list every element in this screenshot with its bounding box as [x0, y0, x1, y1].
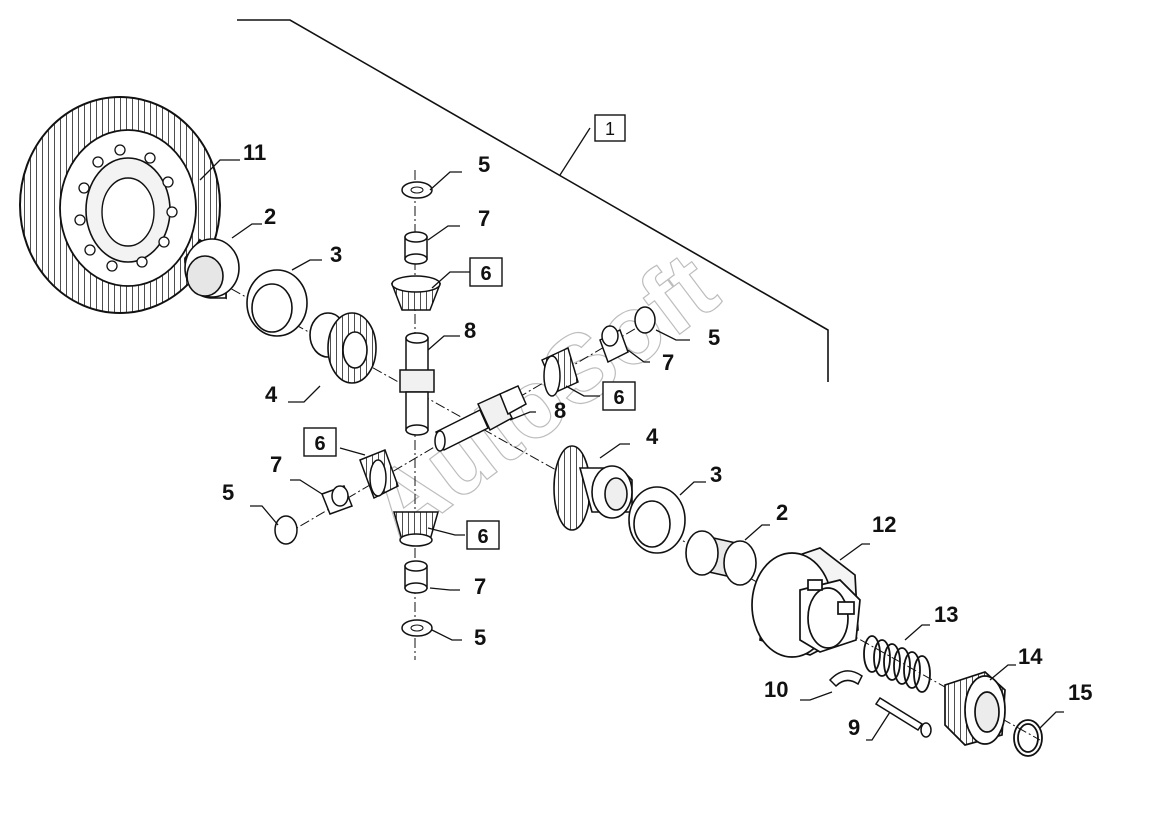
pinion-bottom [393, 511, 439, 547]
label-box-pinion-bottom: 6 [466, 520, 500, 550]
assembly-leader [559, 127, 591, 176]
svg-text:6: 6 [613, 387, 624, 409]
sleeve [944, 671, 1006, 746]
callout-lock-housing: 12 [872, 512, 896, 537]
washer-lower [628, 486, 686, 554]
callout-side-gear-upper: 4 [265, 382, 278, 407]
callout-shim-bottom: 5 [474, 625, 486, 650]
pinion-right [541, 346, 579, 397]
label-box-pinion-top: 6 [469, 257, 503, 287]
svg-text:1: 1 [605, 119, 615, 139]
svg-text:6: 6 [477, 526, 488, 548]
shim-right [634, 306, 656, 334]
spring [863, 635, 931, 693]
callout-shim-right: 5 [708, 325, 720, 350]
key [828, 670, 863, 688]
bolt [874, 696, 932, 738]
shim-top-hole [410, 186, 424, 194]
callout-shim-top: 5 [478, 152, 490, 177]
label-box-pinion-right: 6 [602, 381, 636, 411]
bushing-top [404, 231, 428, 265]
callout-circlip: 15 [1068, 680, 1092, 705]
side-gear-lower [553, 445, 633, 531]
shim-bottom-hole [410, 624, 424, 632]
label-box-pinion-left: 6 [303, 427, 337, 457]
pinion-left [359, 449, 399, 500]
callout-bushing-right: 7 [662, 350, 674, 375]
bushing-right [599, 325, 629, 364]
callout-ring-gear: 11 [243, 140, 266, 165]
callout-shim-left: 5 [222, 480, 234, 505]
shaft-vertical [399, 332, 435, 436]
side-gear-upper [309, 312, 377, 384]
circlip [1013, 719, 1043, 757]
svg-text:6: 6 [314, 433, 325, 455]
bushing-left [321, 485, 353, 515]
callout-bushing-left: 7 [270, 452, 282, 477]
callout-bearing-upper: 2 [264, 204, 276, 229]
bearing-upper [184, 238, 240, 300]
ring-gear [19, 96, 221, 314]
callout-washer-lower: 3 [710, 462, 722, 487]
bearing-lower [685, 530, 757, 586]
bushing-bottom [404, 560, 428, 594]
label-box-assembly: 1 [594, 114, 626, 142]
callout-bushing-bottom: 7 [474, 574, 486, 599]
lock-housing [751, 547, 861, 658]
assembly-bracket-line [237, 19, 829, 382]
callout-bolt: 9 [848, 715, 860, 740]
shaft-horizontal [434, 385, 527, 452]
pinion-top [390, 275, 442, 311]
callout-key: 10 [764, 677, 788, 702]
callout-spring: 13 [934, 602, 958, 627]
callout-bushing-top: 7 [478, 206, 490, 231]
shim-left [274, 515, 298, 545]
leader-lines [199, 159, 1064, 741]
callout-shaft-vertical: 8 [464, 318, 476, 343]
callout-sleeve: 14 [1018, 644, 1043, 669]
callout-shaft-horizontal: 8 [554, 398, 566, 423]
svg-text:6: 6 [480, 263, 491, 285]
callout-side-gear-lower: 4 [646, 424, 659, 449]
washer-upper [246, 269, 308, 337]
callout-washer-upper: 3 [330, 242, 342, 267]
callout-bearing-lower: 2 [776, 500, 788, 525]
